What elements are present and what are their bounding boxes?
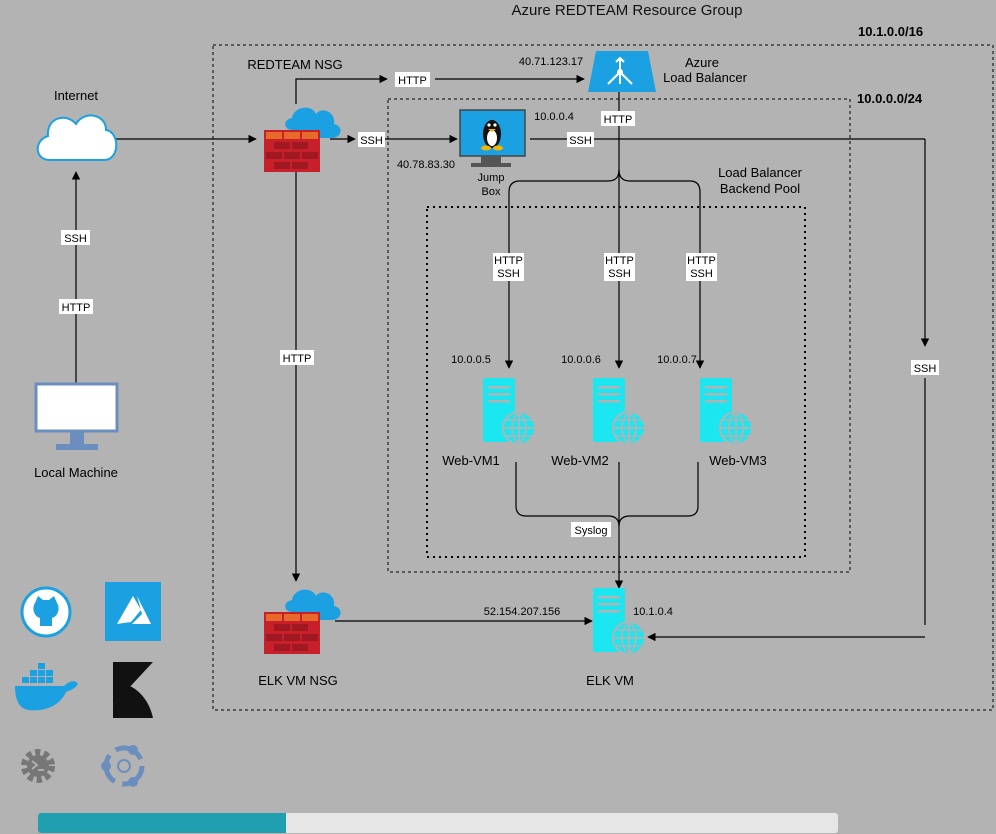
ubuntu-icon — [101, 745, 145, 787]
redteam-nsg-firewall-icon — [264, 107, 341, 172]
monitor-icon — [34, 382, 119, 450]
backend-pool-boundary — [426, 206, 806, 558]
vm1-syslog-connector — [515, 462, 620, 527]
web-vm3-ip: 10.0.0.7 — [657, 354, 697, 366]
elk-nsg-label: ELK VM NSG — [258, 673, 337, 688]
elk-nsg-firewall-icon — [264, 589, 341, 654]
azure-icon — [105, 582, 161, 641]
web-vm2-ip: 10.0.0.6 — [561, 354, 601, 366]
label-http-vm2: HTTP — [605, 255, 634, 267]
jump-box-label-1: Jump — [478, 172, 505, 184]
connectors — [71, 74, 930, 642]
label-http-vm3: HTTP — [687, 255, 716, 267]
label-ssh-nsg-jump: SSH — [360, 135, 383, 147]
web-vm3-label: Web-VM3 — [709, 453, 767, 468]
web-vm1-label: Web-VM1 — [442, 453, 500, 468]
github-icon — [20, 586, 72, 638]
label-ssh-jump: SSH — [569, 135, 592, 147]
label-http-local: HTTP — [62, 302, 91, 314]
elk-vm-server-icon — [592, 587, 646, 655]
internet-cloud-icon — [36, 114, 118, 161]
elk-vm-public-ip: 52.154.207.156 — [484, 606, 560, 618]
vnet-cidr-label: 10.1.0.0/16 — [858, 24, 923, 39]
load-balancer-label-1: Azure — [685, 55, 719, 70]
web-vm2-server-icon — [592, 377, 646, 445]
jump-box-linux-monitor-icon — [459, 109, 526, 167]
elk-vm-ip: 10.1.0.4 — [633, 606, 673, 618]
jump-box-public-ip: 40.78.83.30 — [397, 159, 455, 171]
load-balancer-label-2: Load Balancer — [663, 70, 748, 85]
load-balancer-icon — [588, 51, 656, 92]
elk-vm-label: ELK VM — [586, 673, 634, 688]
label-ssh-local: SSH — [64, 233, 87, 245]
label-syslog: Syslog — [574, 525, 607, 537]
jump-box-ip: 10.0.0.4 — [534, 111, 574, 123]
vnet-boundary — [212, 44, 994, 711]
label-ssh-vm2: SSH — [608, 268, 631, 280]
subnet-cidr-label: 10.0.0.0/24 — [857, 91, 923, 106]
load-balancer-public-ip: 40.71.123.17 — [519, 56, 583, 68]
internet-label: Internet — [54, 88, 98, 103]
redteam-nsg-label: REDTEAM NSG — [247, 57, 342, 72]
kibana-icon — [113, 662, 153, 718]
diagram-title: Azure REDTEAM Resource Group — [512, 2, 743, 19]
jump-box-label-2: Box — [482, 186, 501, 198]
progress-bar-fill — [38, 813, 286, 833]
progress-bar — [38, 813, 838, 833]
label-ssh-vm1: SSH — [497, 268, 520, 280]
label-http-vm1: HTTP — [494, 255, 523, 267]
docker-icon — [15, 663, 78, 711]
vm3-syslog-connector — [618, 462, 699, 527]
lb-to-vm3-connector — [618, 169, 705, 369]
label-http-elk-nsg: HTTP — [283, 353, 312, 365]
lb-to-vm1-connector — [504, 169, 620, 369]
label-ssh-elk: SSH — [914, 363, 937, 375]
nsg-to-lb-connector-a — [295, 74, 388, 104]
web-vm2-label: Web-VM2 — [551, 453, 609, 468]
label-http-nsg-lb: HTTP — [398, 75, 427, 87]
label-ssh-vm3: SSH — [690, 268, 713, 280]
backend-pool-label-2: Backend Pool — [720, 181, 800, 196]
ansible-gear-icon — [21, 749, 55, 783]
web-vm1-server-icon — [482, 377, 536, 445]
web-vm1-ip: 10.0.0.5 — [451, 354, 491, 366]
web-vm3-server-icon — [699, 377, 753, 445]
backend-pool-label-1: Load Balancer — [718, 165, 803, 180]
label-http-lb: HTTP — [604, 114, 633, 126]
local-machine-label: Local Machine — [34, 465, 118, 480]
